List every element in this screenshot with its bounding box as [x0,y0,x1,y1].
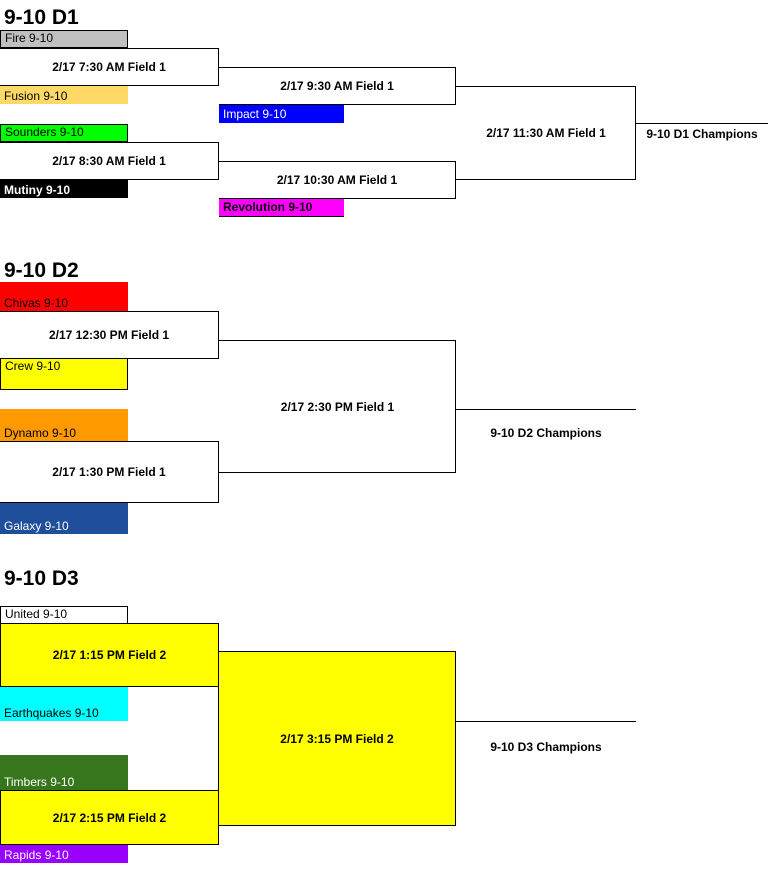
team-chivas: Chivas 9-10 [0,282,128,311]
team-crew: Crew 9-10 [0,359,128,390]
d2-title: 9-10 D2 [4,259,79,282]
d1-game-3: 2/17 9:30 AM Field 1 [219,67,456,105]
d3-champion-line [456,721,636,722]
d2-game-2: 2/17 1:30 PM Field 1 [0,441,219,503]
team-mutiny-label: Mutiny 9-10 [4,183,71,197]
d2-champion-line [456,409,636,410]
team-fire-label: Fire 9-10 [5,31,54,45]
team-rapids-label: Rapids 9-10 [4,848,69,862]
team-fire: Fire 9-10 [0,30,128,48]
team-earthquakes-label: Earthquakes 9-10 [4,706,99,720]
team-dynamo-label: Dynamo 9-10 [4,426,77,440]
d3-champions: 9-10 D3 Champions [490,740,602,754]
d1-game-4: 2/17 10:30 AM Field 1 [219,161,456,199]
team-earthquakes: Earthquakes 9-10 [0,687,128,721]
team-chivas-label: Chivas 9-10 [4,296,69,310]
d1-game-1-label: 2/17 7:30 AM Field 1 [52,60,166,74]
team-sounders-label: Sounders 9-10 [5,125,84,139]
d1-game-3-label: 2/17 9:30 AM Field 1 [280,79,394,93]
team-rapids: Rapids 9-10 [0,845,128,863]
d2-champions: 9-10 D2 Champions [490,426,602,440]
team-dynamo: Dynamo 9-10 [0,409,128,441]
team-timbers: Timbers 9-10 [0,755,128,790]
team-revolution: Revolution 9-10 [219,199,344,217]
d1-title: 9-10 D1 [4,6,79,29]
team-united: United 9-10 [0,606,128,624]
team-galaxy-label: Galaxy 9-10 [4,519,69,533]
d1-game-2-label: 2/17 8:30 AM Field 1 [52,154,166,168]
d2-game-2-label: 2/17 1:30 PM Field 1 [52,465,166,479]
d1-game-1: 2/17 7:30 AM Field 1 [0,48,219,86]
team-timbers-label: Timbers 9-10 [4,775,75,789]
d1-champions: 9-10 D1 Champions [646,127,758,141]
team-impact: Impact 9-10 [219,105,344,123]
d3-title: 9-10 D3 [4,567,79,590]
d1-final-connector [456,86,636,180]
team-galaxy: Galaxy 9-10 [0,503,128,534]
team-fusion-label: Fusion 9-10 [4,89,68,103]
d3-game-1-label: 2/17 1:15 PM Field 2 [52,648,167,662]
team-fusion: Fusion 9-10 [0,86,128,104]
team-united-label: United 9-10 [5,607,68,621]
d1-game-2: 2/17 8:30 AM Field 1 [0,142,219,180]
team-impact-label: Impact 9-10 [223,106,287,121]
team-revolution-label: Revolution 9-10 [223,200,313,214]
d1-game-4-label: 2/17 10:30 AM Field 1 [276,173,398,187]
d1-champion-line [636,123,768,124]
d2-final-connector [219,340,456,473]
team-crew-label: Crew 9-10 [5,359,61,373]
d3-final-game-label: 2/17 3:15 PM Field 2 [280,731,394,746]
team-mutiny: Mutiny 9-10 [0,180,128,198]
d1-final-game: 2/17 11:30 AM Field 1 [486,126,606,140]
team-sounders: Sounders 9-10 [0,124,128,142]
d3-game-2-label: 2/17 2:15 PM Field 2 [52,810,167,825]
d2-final-game: 2/17 2:30 PM Field 1 [280,400,395,414]
d3-final-game: 2/17 3:15 PM Field 2 [218,651,456,826]
d2-game-1: 2/17 12:30 PM Field 1 [0,311,219,359]
d3-game-1: 2/17 1:15 PM Field 2 [0,623,219,687]
d2-game-1-label: 2/17 12:30 PM Field 1 [48,328,170,342]
d3-game-2: 2/17 2:15 PM Field 2 [0,790,219,845]
